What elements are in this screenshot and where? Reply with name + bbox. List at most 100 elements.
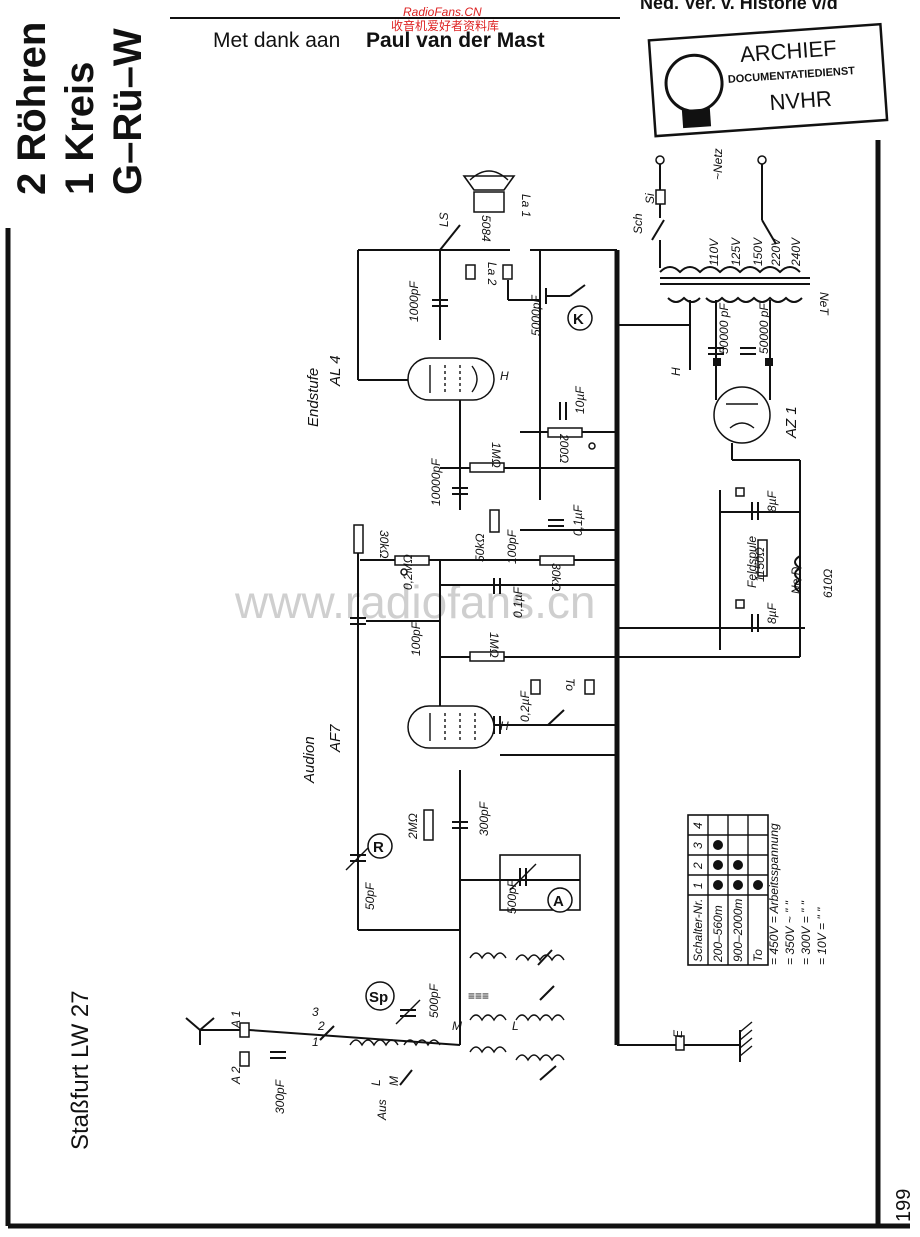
terminal-a2 (239, 1051, 250, 1067)
label-to: To (563, 678, 577, 691)
control-r-icon (367, 833, 393, 859)
capacitor-500pf-variable (509, 863, 537, 891)
stamp-line3: NVHR (769, 86, 833, 115)
label-10000pf: 10000pF (429, 458, 443, 506)
control-sp-icon (365, 981, 395, 1011)
marker-350v-a (713, 358, 721, 366)
label-switch-1-ant: 1 (312, 1035, 319, 1049)
resistor-1mohm-b (469, 651, 505, 662)
stamp-tube-base-icon (681, 108, 712, 129)
page-number: 199 (893, 1189, 915, 1222)
legend: = 450V = Arbeitsspannung = 350V ~ " " = … (767, 823, 829, 965)
capacitor-10uf (559, 402, 567, 420)
capacitor-8uf-b (751, 614, 759, 632)
resistor-200ohm (547, 427, 583, 438)
switch-table-col2: 2 (691, 862, 705, 870)
coil-1-icon (469, 952, 507, 960)
earth-symbol-icon (739, 1021, 753, 1062)
terminal-0-2mohm (400, 568, 408, 576)
capacitor-300pf-b (270, 1051, 286, 1059)
label-8uf-a: 8µF (765, 490, 779, 512)
marker-450v-b (735, 599, 745, 609)
switch-table-row3: To (751, 949, 765, 962)
switch-table-col3: 3 (691, 842, 705, 849)
header-rotated: 2 Röhren 1 Kreis G–Rü–W (10, 22, 150, 195)
control-k-icon (567, 305, 593, 331)
capacitor-50pf-variable (345, 845, 371, 871)
legend-item-2: = 350V ~ " " (783, 900, 797, 965)
tuning-box (499, 854, 581, 911)
label-tap-150: 150V (751, 237, 765, 266)
label-net: NeT (817, 292, 831, 316)
label-aus: Aus (375, 1099, 389, 1121)
label-50kohm: 50kΩ (473, 534, 487, 562)
label-m-switch: M (387, 1076, 401, 1086)
resistor-30kohm-a (353, 524, 364, 554)
label-ls: LS (437, 212, 451, 227)
coil-antenna-icon (349, 1039, 399, 1047)
coil-core-marker: ≡≡≡ (468, 989, 489, 1003)
switch-table-col1: 1 (691, 882, 705, 889)
label-la1: La 1 (519, 194, 533, 217)
label-1000pf: 1000pF (407, 281, 421, 322)
label-l-switch: L (369, 1079, 383, 1086)
switch-table-row2: 900–2000m (731, 899, 745, 962)
label-feldspule-ohm: 1150Ω (753, 547, 767, 582)
label-h-af7: H (500, 719, 509, 733)
label-5000pf: 5000pF (529, 295, 543, 336)
tube-af7-icon (407, 705, 495, 749)
label-speaker-code: 5084 (479, 215, 493, 242)
label-si: Si (643, 193, 657, 204)
label-af7: AF7 (327, 724, 344, 753)
switch-antenna (319, 1025, 335, 1041)
label-al4: AL 4 (327, 355, 344, 387)
label-0-2uf: 0,2µF (518, 690, 532, 722)
label-k: K (573, 311, 584, 328)
label-audion: Audion (301, 736, 318, 784)
wire-antenna-coil (248, 1029, 461, 1046)
switch-l-m (399, 1069, 413, 1086)
label-h-al4: H (500, 369, 509, 383)
label-switch-3: 3 (312, 1005, 319, 1019)
label-h-supply: H (669, 367, 683, 376)
label-300pf-a: 300pF (477, 801, 491, 836)
label-50000pf-b: 50000 pF (757, 303, 771, 354)
stamp-line2: DOCUMENTATIEDIENST (727, 65, 855, 86)
fuse-si (655, 189, 666, 205)
switch-table-header: Schalter-Nr. (691, 899, 705, 962)
label-30kohm-b: 30kΩ (549, 563, 563, 591)
header-tubes: 2 Röhren (10, 22, 54, 195)
capacitor-10000pf (452, 487, 468, 495)
label-feldspule: Feldspule (745, 536, 759, 588)
capacitor-50000pf-b (740, 347, 756, 355)
label-1mohm-b: 1MΩ (487, 632, 501, 658)
resistor-2mohm (423, 809, 434, 841)
az1-filament-icon (729, 422, 755, 429)
terminal-netz-b (757, 155, 767, 165)
resistor-0-2mohm (394, 555, 430, 566)
coil-antenna-2-icon (403, 1039, 441, 1047)
capacitor-0-1uf-a (548, 519, 564, 527)
label-1mohm-a: 1MΩ (489, 442, 503, 468)
label-e: E (671, 1029, 685, 1038)
switch-table-col4: 4 (691, 822, 705, 829)
label-m-coil: M (452, 1019, 462, 1033)
switch-table-marks (713, 840, 763, 890)
switch-table-mark (733, 880, 743, 890)
label-0-1uf-a: 0,1µF (571, 504, 585, 536)
label-a1: A 1 (229, 1010, 243, 1029)
transformer-secondary-icon (705, 296, 803, 303)
tube-az1-icon (713, 386, 771, 444)
label-500pf-b: 500pF (427, 983, 441, 1018)
label-100pf-a: 100pF (505, 529, 519, 564)
coil-6-icon (515, 1054, 565, 1062)
label-tap-125: 125V (729, 237, 743, 266)
switch-table-mark (753, 880, 763, 890)
header-power: G–Rü–W (106, 28, 150, 195)
label-50pf: 50pF (363, 882, 377, 910)
label-50000pf-a: 50000 pF (717, 303, 731, 354)
capacitor-8uf-a (751, 502, 759, 520)
resistor-50kohm (489, 509, 500, 533)
